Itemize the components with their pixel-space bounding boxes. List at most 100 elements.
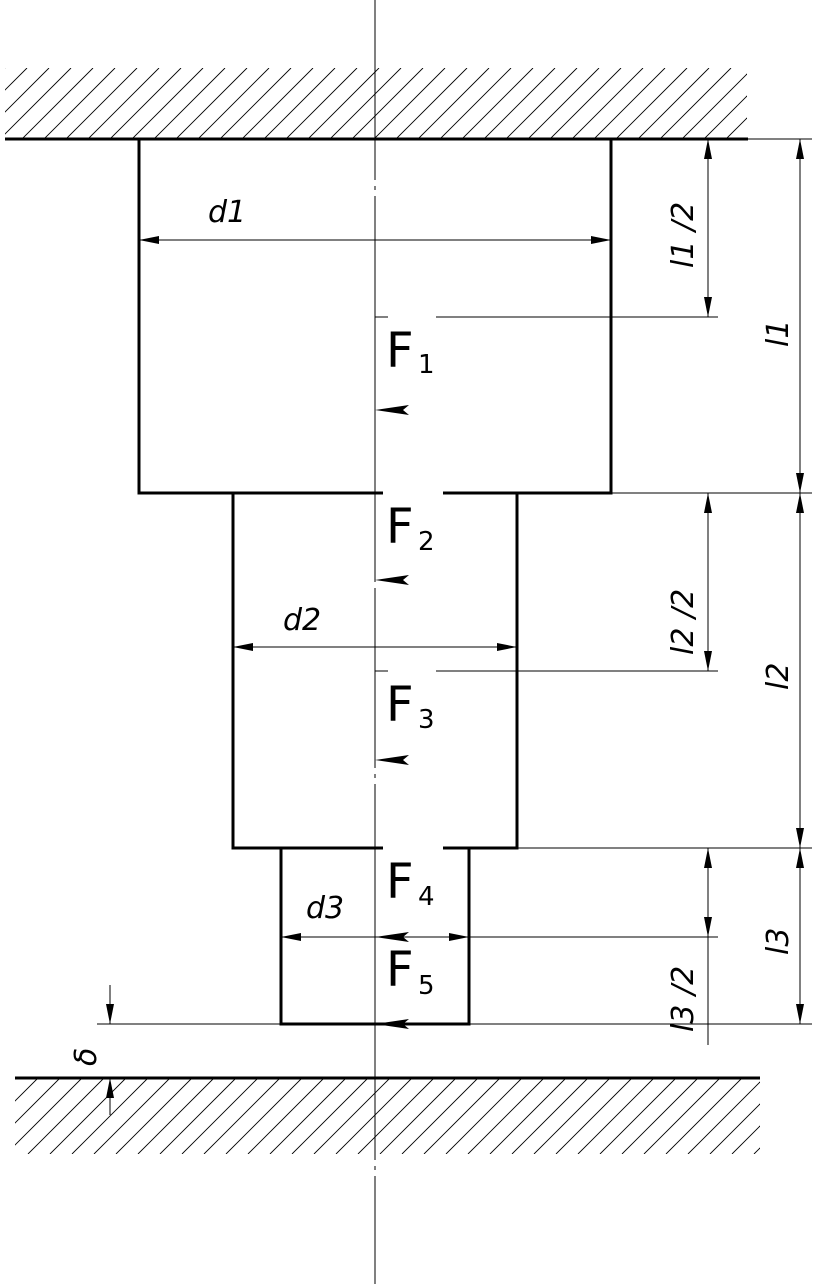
hatch-line (313, 1079, 390, 1154)
hatch-line (335, 1079, 412, 1154)
l2-label: l2 (761, 663, 796, 690)
hatch-line (21, 68, 94, 139)
hatch-line (263, 68, 336, 139)
hatch-line (87, 68, 160, 139)
hatch-line (65, 68, 138, 139)
hatch-line (175, 68, 248, 139)
hatch-line (483, 68, 556, 139)
hatch-line (351, 68, 424, 139)
hatch-line (109, 68, 182, 139)
force-f4-sub: 4 (418, 882, 435, 912)
hatch-line (527, 68, 600, 139)
hatch-line (49, 1079, 126, 1154)
force-f4-letter: F (386, 854, 414, 910)
hatch-line (269, 1079, 346, 1154)
hatch-line (725, 117, 747, 139)
top-wall-hatching (5, 68, 815, 139)
hatch-line (137, 1079, 214, 1154)
hatch-line (748, 68, 815, 139)
hatch-line (753, 1147, 760, 1154)
hatch-line (511, 1079, 588, 1154)
hatch-line (329, 68, 402, 139)
hatch-line (15, 1079, 82, 1146)
hatch-line (15, 1079, 16, 1080)
hatch-line (93, 1079, 170, 1154)
hatch-line (159, 1079, 236, 1154)
hatch-line (373, 68, 446, 139)
hatch-line (285, 68, 358, 139)
hatch-line (731, 1125, 760, 1154)
hatch-line (571, 68, 644, 139)
hatch-line (770, 68, 815, 139)
hatch-line (659, 68, 732, 139)
l3-label: l3 (761, 928, 796, 955)
hatch-line (357, 1079, 434, 1154)
gap-label: δ (69, 1048, 104, 1066)
d2-label: d2 (283, 603, 321, 638)
hatch-line (5, 68, 72, 135)
hatch-line (379, 1079, 456, 1154)
hatch-line (555, 1079, 632, 1154)
hatch-line (593, 68, 666, 139)
force-f2-gap (383, 488, 443, 498)
force-f5-letter: F (386, 942, 414, 998)
hatch-line (131, 68, 204, 139)
hatch-line (181, 1079, 258, 1154)
force-f5-sub: 5 (418, 971, 435, 1001)
hatch-line (489, 1079, 566, 1154)
hatch-line (615, 68, 688, 139)
hatch-line (467, 1079, 544, 1154)
hatch-line (423, 1079, 500, 1154)
d1-label: d1 (208, 195, 246, 230)
force-f3-letter: F (386, 677, 414, 733)
force-f1-sub: 1 (418, 350, 435, 380)
hatch-line (709, 1103, 760, 1154)
hatch-line (247, 1079, 324, 1154)
hatch-line (307, 68, 380, 139)
force-f2-sub: 2 (418, 527, 435, 557)
hatch-line (643, 1079, 720, 1154)
force-f5: F 5 (374, 937, 435, 1029)
hatch-line (461, 68, 534, 139)
force-f4-gap (383, 843, 443, 853)
force-f2: F 2 (374, 488, 443, 585)
hatch-line (71, 1079, 148, 1154)
hatch-line (203, 1079, 280, 1154)
hatch-line (401, 1079, 478, 1154)
hatch-line (5, 68, 50, 113)
l3-half-label: l3 /2 (666, 966, 701, 1032)
force-f3-sub: 3 (418, 705, 435, 735)
hatch-line (703, 95, 747, 139)
hatch-line (241, 68, 314, 139)
hatch-line (533, 1079, 610, 1154)
hatch-line (665, 1079, 742, 1154)
hatch-line (505, 68, 578, 139)
hatch-line (681, 73, 747, 139)
hatch-line (43, 68, 116, 139)
hatch-line (115, 1079, 192, 1154)
hatch-line (637, 68, 710, 139)
hatch-line (5, 68, 6, 69)
hatch-line (417, 68, 490, 139)
l1-half-label: l1 /2 (666, 202, 701, 268)
hatch-line (27, 1079, 104, 1154)
force-f1: F 1 (374, 316, 435, 415)
hatch-line (445, 1079, 522, 1154)
hatch-line (687, 1081, 760, 1154)
hatch-line (153, 68, 226, 139)
hatch-line (197, 68, 270, 139)
hatch-line (549, 68, 622, 139)
hatch-line (776, 1079, 815, 1154)
hatch-line (599, 1079, 676, 1154)
hatch-line (15, 1079, 38, 1102)
d3-label: d3 (306, 891, 344, 926)
bottom-wall-hatching (15, 1079, 815, 1154)
hatch-line (219, 68, 292, 139)
l1-label: l1 (761, 320, 796, 347)
force-f4: F 4 (374, 843, 443, 942)
hatch-line (15, 1079, 60, 1124)
hatch-line (225, 1079, 302, 1154)
hatch-line (792, 68, 815, 139)
